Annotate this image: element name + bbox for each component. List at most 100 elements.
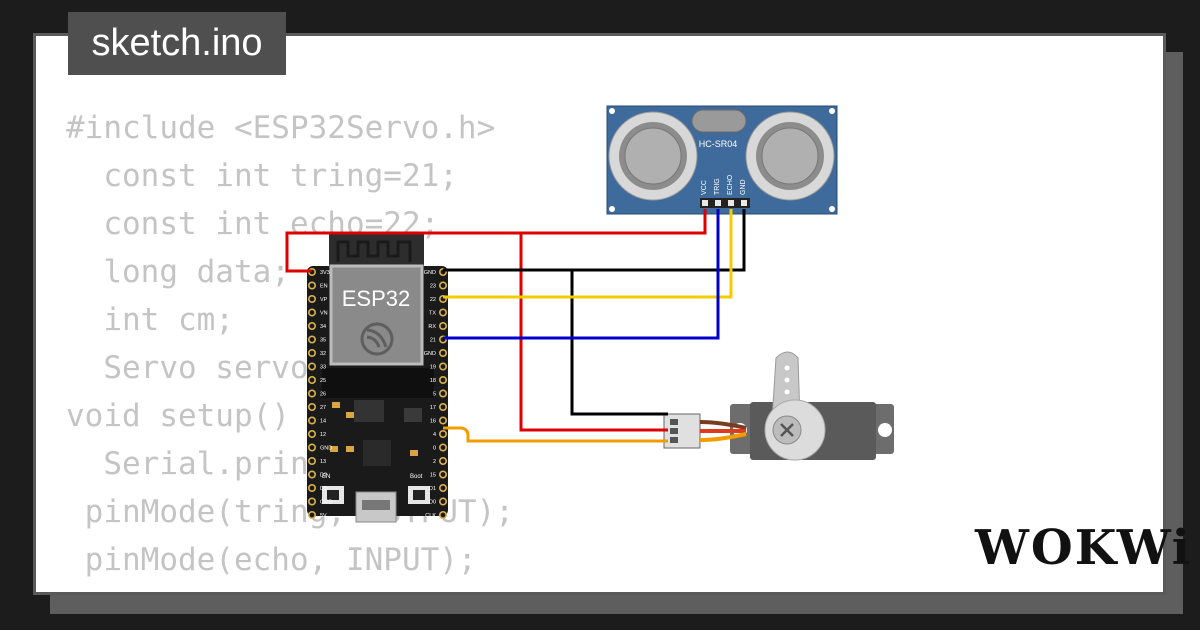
header-pin[interactable] bbox=[307, 348, 316, 357]
header-pin[interactable] bbox=[438, 375, 447, 384]
header-pin[interactable] bbox=[307, 497, 316, 506]
pin-label: 5V bbox=[320, 513, 327, 519]
header-pin[interactable] bbox=[438, 402, 447, 411]
transducer-left bbox=[608, 111, 698, 201]
wokwi-logo[interactable]: WOKWi bbox=[975, 520, 1193, 576]
code-line: pinMode(echo, INPUT); bbox=[66, 542, 477, 578]
header-pin[interactable] bbox=[307, 402, 316, 411]
board-label: ESP32 bbox=[342, 286, 411, 311]
pin-label: 18 bbox=[430, 378, 436, 384]
pin-label: GND bbox=[424, 270, 436, 276]
header-pin[interactable] bbox=[438, 281, 447, 290]
header-pin[interactable] bbox=[307, 281, 316, 290]
pin-label: CLK bbox=[425, 513, 436, 519]
pin-label: TX bbox=[429, 311, 436, 317]
header-pin[interactable] bbox=[307, 456, 316, 465]
header-pin[interactable] bbox=[438, 483, 447, 492]
pin-label: VP bbox=[320, 297, 328, 303]
wire-trig bbox=[443, 209, 720, 340]
header-pin[interactable] bbox=[307, 294, 316, 303]
pin-label: D2 bbox=[320, 473, 327, 479]
pin-label: RX bbox=[428, 324, 436, 330]
pin-label: 0 bbox=[433, 446, 436, 452]
header-pin[interactable] bbox=[307, 389, 316, 398]
en-button[interactable] bbox=[322, 486, 344, 504]
pin-label: 12 bbox=[320, 432, 326, 438]
sensor-pin-label: GND bbox=[740, 179, 747, 195]
header-pin[interactable] bbox=[307, 362, 316, 371]
sensor-pin-label: VCC bbox=[701, 180, 708, 195]
header-pin[interactable] bbox=[307, 483, 316, 492]
header-pin[interactable] bbox=[438, 470, 447, 479]
sensor-pin-label: TRIG bbox=[714, 178, 721, 195]
header-pin[interactable] bbox=[307, 416, 316, 425]
pin-label: 2 bbox=[433, 459, 436, 465]
pin-label: 23 bbox=[430, 284, 436, 290]
pin-label: 17 bbox=[430, 405, 436, 411]
header-pin[interactable] bbox=[438, 362, 447, 371]
header-pin[interactable] bbox=[438, 389, 447, 398]
code-background: #include <ESP32Servo.h> const int tring=… bbox=[66, 104, 514, 592]
en-label: EN bbox=[322, 474, 330, 480]
header-pin[interactable] bbox=[438, 456, 447, 465]
pin-label: 26 bbox=[320, 392, 326, 398]
code-line: const int tring=21; bbox=[66, 158, 458, 194]
pin-label: 19 bbox=[430, 365, 436, 371]
wire-gnd bbox=[443, 209, 746, 272]
pin-label: 16 bbox=[430, 419, 436, 425]
sensor-label: HC-SR04 bbox=[699, 139, 738, 149]
header-pin[interactable] bbox=[307, 321, 316, 330]
pin-label: 15 bbox=[430, 473, 436, 479]
pin-label: 5 bbox=[433, 392, 436, 398]
code-line: int cm; bbox=[66, 302, 234, 338]
pin-label: 25 bbox=[320, 378, 326, 384]
pin-label: CMD bbox=[320, 500, 333, 506]
code-line: #include <ESP32Servo.h> bbox=[66, 110, 496, 146]
header-pin[interactable] bbox=[307, 510, 316, 519]
pin-label: VN bbox=[320, 311, 328, 317]
servo-motor[interactable] bbox=[730, 351, 894, 461]
header-pin[interactable] bbox=[307, 308, 316, 317]
boot-button[interactable] bbox=[408, 486, 430, 504]
file-title-tab[interactable]: sketch.ino bbox=[68, 12, 286, 75]
header-pin[interactable] bbox=[307, 470, 316, 479]
pin-label: 35 bbox=[320, 338, 326, 344]
header-pin[interactable] bbox=[438, 308, 447, 317]
code-line: servo.attach(4); bbox=[66, 584, 514, 592]
wire-servo-gnd bbox=[570, 270, 668, 416]
boot-label: Boot bbox=[410, 474, 423, 480]
pin-label: D1 bbox=[429, 486, 436, 492]
header-pin[interactable] bbox=[438, 510, 447, 519]
pin-label: D3 bbox=[320, 486, 327, 492]
transducer-right bbox=[745, 111, 835, 201]
pin-label: 32 bbox=[320, 351, 326, 357]
pin-label: D0 bbox=[429, 500, 436, 506]
wire-vcc bbox=[285, 209, 707, 273]
pin-label: 14 bbox=[320, 419, 326, 425]
wire-servo-power bbox=[519, 233, 668, 432]
header-pin[interactable] bbox=[438, 416, 447, 425]
espressif-icon bbox=[360, 322, 394, 356]
header-pin[interactable] bbox=[307, 375, 316, 384]
header-pin[interactable] bbox=[438, 348, 447, 357]
header-pin[interactable] bbox=[438, 321, 447, 330]
header-pin[interactable] bbox=[438, 429, 447, 438]
servo-connector bbox=[663, 413, 747, 449]
ultrasonic-sensor[interactable]: HC-SR04 VCC TRIG ECHO GND bbox=[606, 105, 838, 215]
header-pin[interactable] bbox=[307, 443, 316, 452]
preview-card: #include <ESP32Servo.h> const int tring=… bbox=[33, 33, 1166, 595]
sensor-pin-label: ECHO bbox=[727, 174, 734, 195]
pin-label: 4 bbox=[433, 432, 436, 438]
header-pin[interactable] bbox=[438, 443, 447, 452]
header-pin[interactable] bbox=[307, 335, 316, 344]
code-line: Servo servo; bbox=[66, 350, 328, 386]
wires bbox=[285, 209, 746, 443]
pin-label: 34 bbox=[320, 324, 326, 330]
pin-label: 13 bbox=[320, 459, 326, 465]
wire-echo bbox=[443, 209, 733, 299]
header-pin[interactable] bbox=[438, 497, 447, 506]
header-pin[interactable] bbox=[307, 429, 316, 438]
